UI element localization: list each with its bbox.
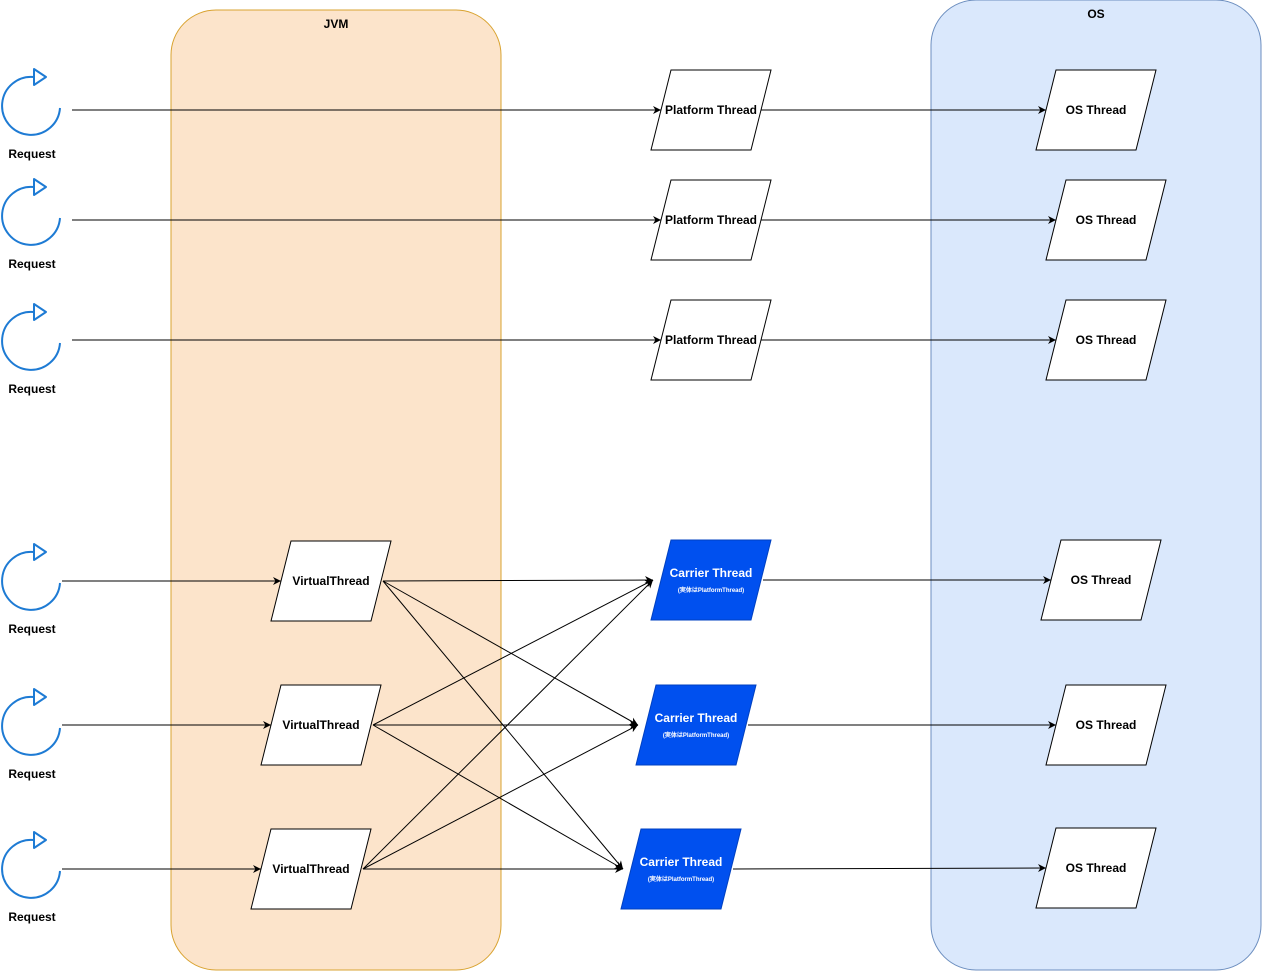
os-container: OS [930, 0, 1262, 971]
virtual-thread-shape [260, 684, 382, 766]
platform-thread-shape [650, 179, 772, 261]
refresh-icon [1, 831, 61, 899]
os-thread-label: OS Thread [1066, 861, 1127, 875]
arrow-virtual-to-carrier-thread [362, 724, 639, 870]
refresh-icon [1, 688, 61, 756]
os-thread-shape [1040, 539, 1162, 621]
os-thread-node: OS Thread [1045, 684, 1167, 766]
virtual-thread-node: VirtualThread [250, 828, 372, 910]
carrier-thread-sublabel: (実体はPlatformThread) [663, 731, 729, 739]
platform-thread-node: Platform Thread [650, 69, 772, 151]
carrier-thread-shape [635, 684, 757, 766]
jvm-title: JVM [324, 17, 349, 31]
connector-lines [62, 106, 1056, 873]
os-thread-label: OS Thread [1066, 103, 1127, 117]
request-node: Request [1, 831, 61, 924]
carrier-thread-label: Carrier Thread [655, 711, 738, 725]
virtual-thread-label: VirtualThread [292, 574, 369, 588]
request-node: Request [1, 688, 61, 781]
carrier-thread-node: Carrier Thread (実体はPlatformThread) [635, 684, 757, 766]
os-thread-shape [1035, 69, 1157, 151]
os-thread-shape [1035, 827, 1157, 909]
os-thread-node: OS Thread [1035, 69, 1157, 151]
platform-thread-shape [650, 299, 772, 381]
virtual-thread-node: VirtualThread [260, 684, 382, 766]
request-node: Request [1, 68, 61, 161]
refresh-icon [1, 303, 61, 371]
platform-thread-node: Platform Thread [650, 299, 772, 381]
os-thread-node: OS Thread [1045, 299, 1167, 381]
platform-thread-node: Platform Thread [650, 179, 772, 261]
request-column: RequestRequestRequestRequestRequestReque… [1, 68, 61, 924]
arrow-virtual-to-carrier-thread [382, 576, 654, 585]
carrier-thread-shape [620, 828, 742, 910]
request-node: Request [1, 303, 61, 396]
virtual-thread-node: VirtualThread [270, 540, 392, 622]
carrier-thread-label: Carrier Thread [670, 566, 753, 580]
request-label: Request [8, 147, 55, 161]
platform-thread-shape [650, 69, 772, 151]
os-thread-label: OS Thread [1076, 213, 1137, 227]
arrow-virtual-to-carrier-thread [372, 579, 654, 726]
os-thread-label: OS Thread [1076, 333, 1137, 347]
os-thread-shape [1045, 299, 1167, 381]
carrier-thread-sublabel: (実体はPlatformThread) [678, 586, 744, 594]
virtual-thread-label: VirtualThread [272, 862, 349, 876]
os-thread-shape [1045, 684, 1167, 766]
os-thread-node: OS Thread [1035, 827, 1157, 909]
request-node: Request [1, 543, 61, 636]
request-label: Request [8, 622, 55, 636]
request-label: Request [8, 910, 55, 924]
request-node: Request [1, 178, 61, 271]
carrier-thread-label: Carrier Thread [640, 855, 723, 869]
platform-thread-label: Platform Thread [665, 213, 757, 227]
carrier-thread-node: Carrier Thread (実体はPlatformThread) [620, 828, 742, 910]
os-title: OS [1087, 7, 1104, 21]
refresh-icon [1, 68, 61, 136]
carrier-thread-shape [650, 539, 772, 621]
os-thread-node: OS Thread [1040, 539, 1162, 621]
os-thread-shape [1045, 179, 1167, 261]
arrow-carrier-to-os-thread [732, 864, 1047, 873]
os-thread-label: OS Thread [1076, 718, 1137, 732]
refresh-icon [1, 178, 61, 246]
refresh-icon [1, 543, 61, 611]
request-label: Request [8, 257, 55, 271]
os-thread-label: OS Thread [1071, 573, 1132, 587]
arrow-virtual-to-carrier-thread [372, 724, 624, 870]
carrier-thread-node: Carrier Thread (実体はPlatformThread) [650, 539, 772, 621]
jvm-container: JVM [170, 9, 502, 971]
virtual-thread-label: VirtualThread [282, 718, 359, 732]
platform-thread-label: Platform Thread [665, 333, 757, 347]
virtual-thread-shape [270, 540, 392, 622]
arrow-virtual-to-carrier-thread [382, 580, 639, 726]
os-thread-node: OS Thread [1045, 179, 1167, 261]
request-label: Request [8, 767, 55, 781]
virtual-thread-shape [250, 828, 372, 910]
arrow-virtual-to-carrier-thread [362, 579, 654, 870]
request-label: Request [8, 382, 55, 396]
carrier-thread-sublabel: (実体はPlatformThread) [648, 875, 714, 883]
platform-thread-label: Platform Thread [665, 103, 757, 117]
